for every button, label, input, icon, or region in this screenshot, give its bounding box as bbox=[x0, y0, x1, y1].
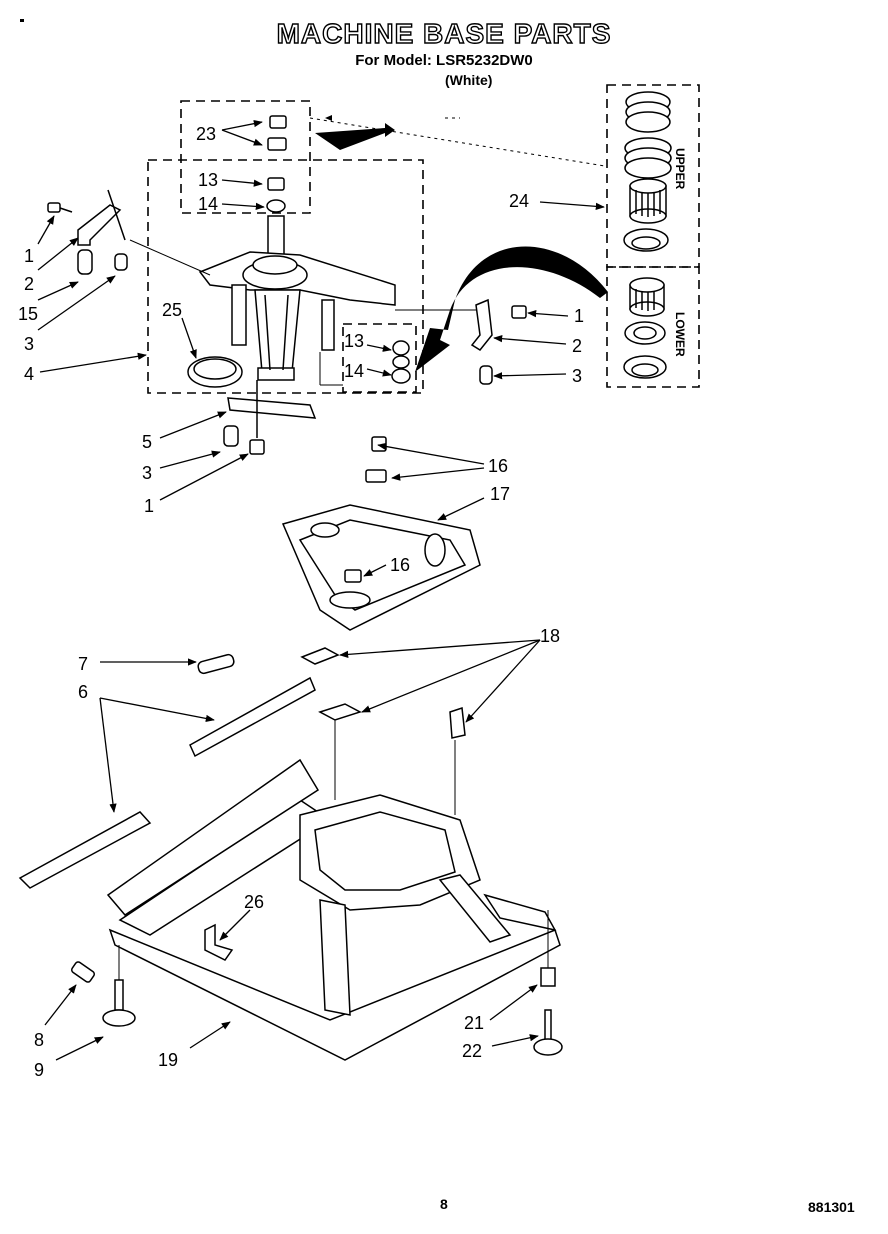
callout-5: 5 bbox=[142, 432, 152, 452]
callout-14-lower: 14 bbox=[344, 361, 364, 381]
callout-2-left: 2 bbox=[24, 274, 34, 294]
callout-1-center: 1 bbox=[144, 496, 154, 516]
callout-3-right: 3 bbox=[572, 366, 582, 386]
callout-16-lower: 16 bbox=[390, 555, 410, 575]
callout-25: 25 bbox=[162, 300, 182, 320]
color-line: (White) bbox=[445, 72, 493, 88]
upper-nuts-and-washers bbox=[266, 115, 287, 213]
machine-base-frame bbox=[106, 758, 561, 1061]
upper-label: UPPER bbox=[673, 148, 687, 190]
base-plate bbox=[281, 436, 481, 631]
right-bracket-parts bbox=[470, 298, 527, 385]
callout-14-upper: 14 bbox=[198, 194, 218, 214]
callout-17: 17 bbox=[490, 484, 510, 504]
callout-15: 15 bbox=[18, 304, 38, 324]
lower-nuts-and-washers bbox=[391, 340, 411, 384]
callout-6: 6 bbox=[78, 682, 88, 702]
callout-7: 7 bbox=[78, 654, 88, 674]
callout-1-right: 1 bbox=[574, 306, 584, 326]
callout-2-right: 2 bbox=[572, 336, 582, 356]
callout-labels: 23 13 14 1 2 15 3 4 25 13 14 24 1 2 3 5 … bbox=[18, 124, 584, 1080]
lower-label: LOWER bbox=[673, 312, 687, 357]
braces-and-pads bbox=[18, 647, 466, 889]
callout-21: 21 bbox=[464, 1013, 484, 1033]
seal-kit-inset bbox=[623, 91, 672, 379]
center-strap-parts bbox=[223, 380, 317, 455]
drive-assembly bbox=[198, 215, 396, 381]
callout-13-lower: 13 bbox=[344, 331, 364, 351]
callout-26: 26 bbox=[244, 892, 264, 912]
callout-9: 9 bbox=[34, 1060, 44, 1080]
page-title: MACHINE BASE PARTS bbox=[276, 17, 612, 49]
callout-3-left: 3 bbox=[24, 334, 34, 354]
callout-19: 19 bbox=[158, 1050, 178, 1070]
callout-3-center: 3 bbox=[142, 463, 152, 483]
callout-24: 24 bbox=[509, 191, 529, 211]
document-code: 881301 bbox=[808, 1199, 855, 1215]
callout-leaders bbox=[37, 120, 605, 1061]
callout-4: 4 bbox=[24, 364, 34, 384]
callout-22: 22 bbox=[462, 1041, 482, 1061]
callout-18: 18 bbox=[540, 626, 560, 646]
left-bracket-parts bbox=[47, 189, 128, 275]
callout-8: 8 bbox=[34, 1030, 44, 1050]
leveling-legs bbox=[70, 961, 563, 1056]
assembly-group-boxes bbox=[147, 84, 700, 394]
callout-16-upper: 16 bbox=[488, 456, 508, 476]
callout-23: 23 bbox=[196, 124, 216, 144]
callout-1-left: 1 bbox=[24, 246, 34, 266]
callout-13-upper: 13 bbox=[198, 170, 218, 190]
tub-ring bbox=[187, 356, 243, 388]
page-number: 8 bbox=[440, 1196, 448, 1212]
pointer-arrow bbox=[315, 123, 395, 150]
model-line: For Model: LSR5232DW0 bbox=[355, 52, 533, 69]
